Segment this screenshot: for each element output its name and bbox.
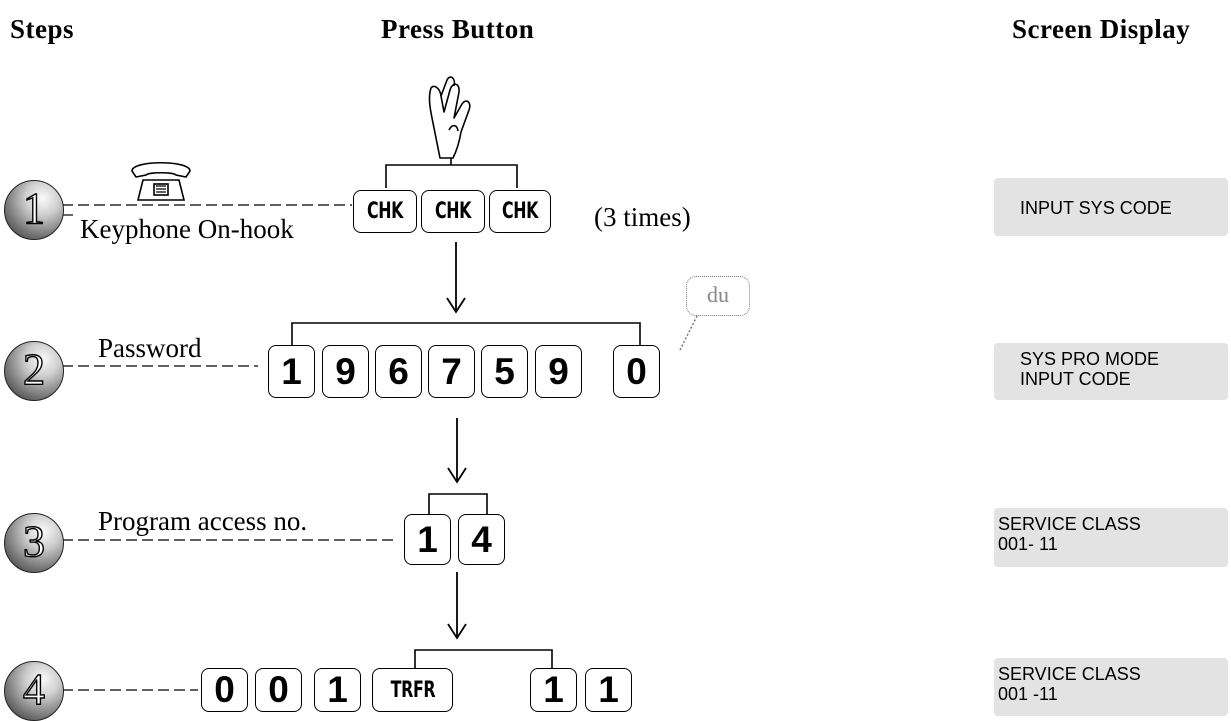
hand-pointer-icon <box>428 76 471 159</box>
step-2-circle: 2 <box>4 341 64 401</box>
screen-line: SYS PRO MODE <box>1020 349 1160 369</box>
key-chk[interactable]: CHK <box>353 190 417 233</box>
step-1-label: Keyphone On-hook <box>80 214 294 244</box>
step-3-label: Program access no. <box>98 506 308 536</box>
step-3-circle: 3 <box>4 513 64 573</box>
screen-line: 001- 11 <box>998 534 1058 554</box>
screen-display-2: SYS PRO MODE INPUT CODE <box>994 343 1228 400</box>
key-digit[interactable]: 5 <box>481 345 528 398</box>
key-digit[interactable]: 9 <box>322 345 369 398</box>
step-1-circle: 1 <box>4 180 64 240</box>
key-digit[interactable]: 1 <box>530 668 577 712</box>
screen-display-3: SERVICE CLASS 001- 11 <box>994 508 1228 567</box>
key-digit[interactable]: 7 <box>428 345 475 398</box>
screen-line: SERVICE CLASS <box>998 664 1141 684</box>
step-4-circle: 4 <box>4 661 64 721</box>
screen-line: INPUT SYS CODE <box>1020 198 1172 218</box>
key-digit[interactable]: 6 <box>375 345 422 398</box>
step-2-label: Password <box>98 333 202 363</box>
key-chk[interactable]: CHK <box>421 190 485 233</box>
header-press-button: Press Button <box>381 14 535 44</box>
key-trfr[interactable]: TRFR <box>372 668 453 712</box>
header-screen-display: Screen Display <box>1012 14 1191 44</box>
key-digit[interactable]: 1 <box>268 345 315 398</box>
key-digit[interactable]: 1 <box>314 668 361 712</box>
speech-bubble: du <box>686 276 750 316</box>
key-digit[interactable]: 4 <box>458 514 505 565</box>
key-digit[interactable]: 0 <box>201 668 248 712</box>
screen-display-4: SERVICE CLASS 001 -11 <box>994 658 1228 716</box>
telephone-icon <box>131 162 191 201</box>
key-digit[interactable]: 0 <box>613 345 660 398</box>
key-digit[interactable]: 1 <box>404 514 451 565</box>
key-digit[interactable]: 9 <box>535 345 582 398</box>
key-digit[interactable]: 1 <box>585 668 632 712</box>
header-steps: Steps <box>10 14 75 44</box>
screen-display-1: INPUT SYS CODE <box>994 178 1228 236</box>
screen-line: 001 -11 <box>998 684 1058 704</box>
key-digit[interactable]: 0 <box>255 668 302 712</box>
repeat-note: (3 times) <box>594 202 691 232</box>
key-chk[interactable]: CHK <box>489 190 551 233</box>
screen-line: INPUT CODE <box>1020 369 1131 389</box>
screen-line: SERVICE CLASS <box>998 514 1141 534</box>
